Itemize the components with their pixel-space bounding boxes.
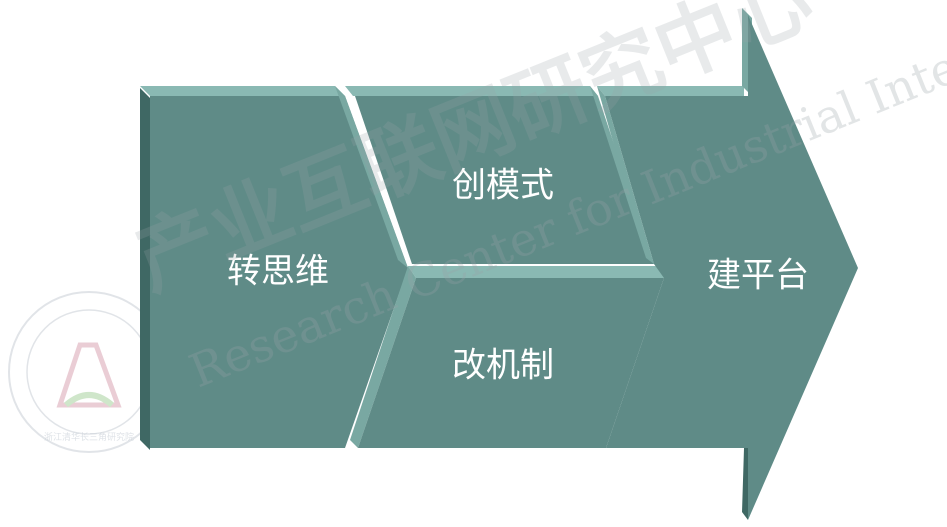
label-build-platform: 建平台 bbox=[707, 256, 809, 296]
block-build-platform: 建平台 bbox=[597, 8, 858, 520]
seal-caption: 浙江清华长三角研究院 bbox=[44, 431, 134, 443]
label-change-mechanism: 改机制 bbox=[452, 346, 554, 386]
block-transform-thinking: 转思维 bbox=[140, 86, 408, 450]
block-create-model: 创模式 bbox=[345, 86, 654, 264]
institute-seal-logo: 浙江清华长三角研究院 bbox=[8, 291, 170, 453]
label-transform-thinking: 转思维 bbox=[227, 252, 329, 292]
block-change-mechanism: 改机制 bbox=[350, 266, 668, 448]
label-create-model: 创模式 bbox=[452, 166, 554, 206]
